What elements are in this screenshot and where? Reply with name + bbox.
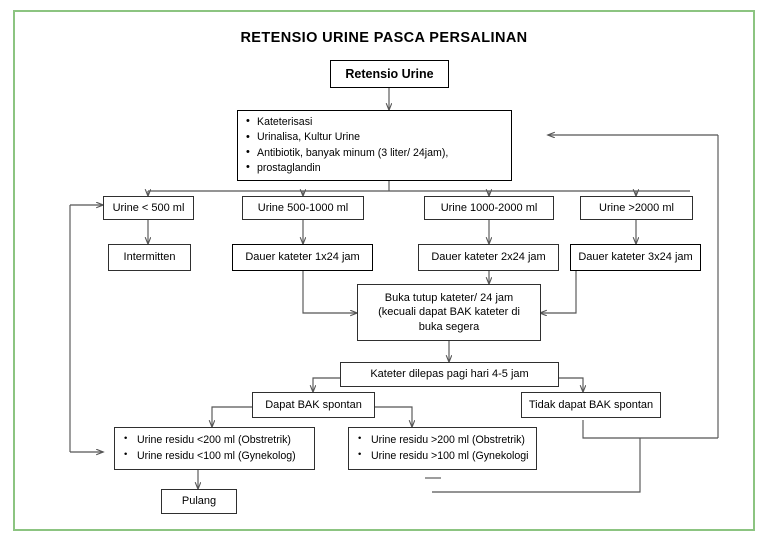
node-retensio-urine[interactable]: Retensio Urine [330, 60, 449, 88]
node-label: Dauer kateter 1x24 jam [245, 251, 360, 264]
node-label: Urine >2000 ml [599, 201, 674, 214]
residu-item: Urine residu >200 ml (Obstretrik) [355, 433, 530, 447]
node-dauer-kateter-1x24[interactable]: Dauer kateter 1x24 jam [232, 244, 373, 271]
node-urine-500-1000[interactable]: Urine 500-1000 ml [242, 196, 364, 220]
node-label: Kateter dilepas pagi hari 4-5 jam [370, 368, 529, 381]
node-urine-residu-low[interactable]: Urine residu <200 ml (Obstretrik) Urine … [114, 427, 315, 470]
node-label-line3: buka segera [418, 320, 480, 333]
node-label-line2: (kecuali dapat BAK kateter di [378, 306, 520, 319]
treatment-item: Urinalisa, Kultur Urine [246, 130, 503, 145]
treatment-item: Antibiotik, banyak minum (3 liter/ 24jam… [246, 145, 503, 160]
treatment-list: Kateterisasi Urinalisa, Kultur Urine Ant… [246, 114, 503, 177]
node-tidak-dapat-bak-spontan[interactable]: Tidak dapat BAK spontan [521, 392, 661, 418]
residu-item: Urine residu <200 ml (Obstretrik) [121, 433, 308, 447]
residu-high-list: Urine residu >200 ml (Obstretrik) Urine … [355, 433, 530, 464]
node-dauer-kateter-3x24[interactable]: Dauer kateter 3x24 jam [570, 244, 701, 271]
node-label: Urine 500-1000 ml [257, 201, 349, 214]
node-label: Intermitten [123, 251, 176, 264]
residu-item: Urine residu <100 ml (Gynekolog) [121, 449, 308, 463]
node-urine-residu-high[interactable]: Urine residu >200 ml (Obstretrik) Urine … [348, 427, 537, 470]
node-label-line1: Buka tutup kateter/ 24 jam [384, 291, 514, 304]
node-kateter-dilepas[interactable]: Kateter dilepas pagi hari 4-5 jam [340, 362, 559, 387]
node-label: Pulang [181, 495, 217, 508]
node-label: Dauer kateter 3x24 jam [578, 251, 693, 264]
node-dauer-kateter-2x24[interactable]: Dauer kateter 2x24 jam [418, 244, 559, 271]
treatment-item: Kateterisasi [246, 114, 503, 129]
node-pulang[interactable]: Pulang [161, 489, 237, 514]
residu-low-list: Urine residu <200 ml (Obstretrik) Urine … [121, 433, 308, 464]
node-intermitten[interactable]: Intermitten [108, 244, 191, 271]
node-urine-lt-500[interactable]: Urine < 500 ml [103, 196, 194, 220]
node-label: Retensio Urine [345, 66, 434, 81]
node-label: Tidak dapat BAK spontan [528, 398, 654, 411]
node-urine-gt-2000[interactable]: Urine >2000 ml [580, 196, 693, 220]
residu-item: Urine residu >100 ml (Gynekologi [355, 449, 530, 463]
page-title: RETENSIO URINE PASCA PERSALINAN [240, 30, 528, 46]
node-label: Urine 1000-2000 ml [440, 201, 538, 214]
node-label: Dauer kateter 2x24 jam [431, 251, 546, 264]
node-label: Dapat BAK spontan [265, 398, 362, 411]
node-dapat-bak-spontan[interactable]: Dapat BAK spontan [252, 392, 375, 418]
treatment-item-cont: prostaglandin [246, 160, 503, 175]
node-treatment-list[interactable]: Kateterisasi Urinalisa, Kultur Urine Ant… [237, 110, 512, 181]
node-buka-tutup-kateter[interactable]: Buka tutup kateter/ 24 jam (kecuali dapa… [357, 284, 541, 341]
node-urine-1000-2000[interactable]: Urine 1000-2000 ml [424, 196, 554, 220]
node-label: Urine < 500 ml [112, 201, 185, 214]
